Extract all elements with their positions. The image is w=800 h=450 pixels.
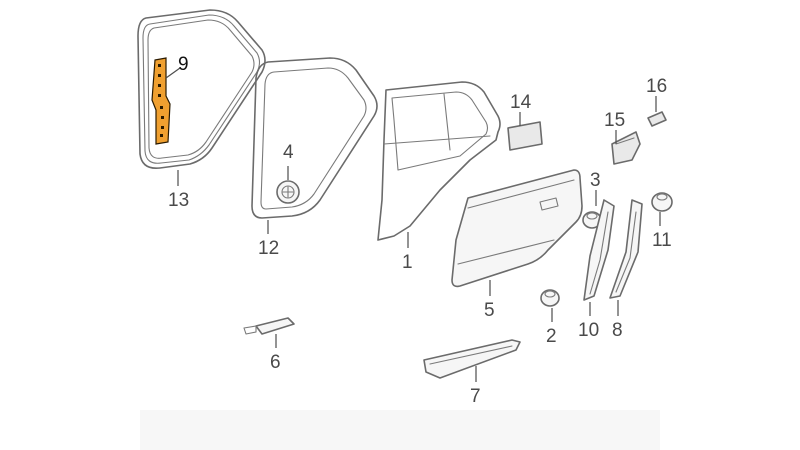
- callout-14: 14: [510, 92, 532, 113]
- callout-15: 15: [604, 110, 625, 131]
- callout-9: 9: [178, 54, 189, 75]
- callout-12: 12: [258, 238, 279, 259]
- part-6-bracket[interactable]: [243, 317, 295, 335]
- callout-2: 2: [546, 326, 557, 347]
- part-2-plug[interactable]: [540, 289, 560, 307]
- callout-11: 11: [652, 230, 672, 251]
- callout-8: 8: [612, 320, 623, 341]
- callout-1: 1: [402, 252, 413, 273]
- footer-band: [140, 410, 660, 450]
- part-14-trim-panel[interactable]: [507, 121, 543, 151]
- callout-13: 13: [168, 190, 189, 211]
- part-7-sill-molding[interactable]: [423, 339, 521, 379]
- part-12-door-weatherstrip[interactable]: [251, 57, 378, 219]
- part-11-plug[interactable]: [651, 192, 673, 212]
- callout-16: 16: [646, 76, 667, 97]
- callout-3: 3: [590, 170, 601, 191]
- part-10-trim-strip[interactable]: [583, 199, 615, 301]
- part-16-clip[interactable]: [647, 111, 667, 127]
- callout-7: 7: [470, 386, 481, 407]
- part-5-outer-panel[interactable]: [451, 169, 583, 288]
- part-4-grommet[interactable]: [276, 180, 300, 204]
- part-8-trim-strip[interactable]: [609, 199, 643, 299]
- callout-5: 5: [484, 300, 495, 321]
- part-1-door-shell[interactable]: [377, 81, 501, 241]
- callout-4: 4: [283, 142, 294, 163]
- callout-6: 6: [270, 352, 281, 373]
- part-15-clip[interactable]: [611, 131, 641, 165]
- part-9-seal-strip[interactable]: [151, 57, 171, 145]
- leader-lines: [165, 67, 661, 382]
- callout-10: 10: [578, 320, 599, 341]
- part-13-weatherstrip[interactable]: [137, 9, 266, 170]
